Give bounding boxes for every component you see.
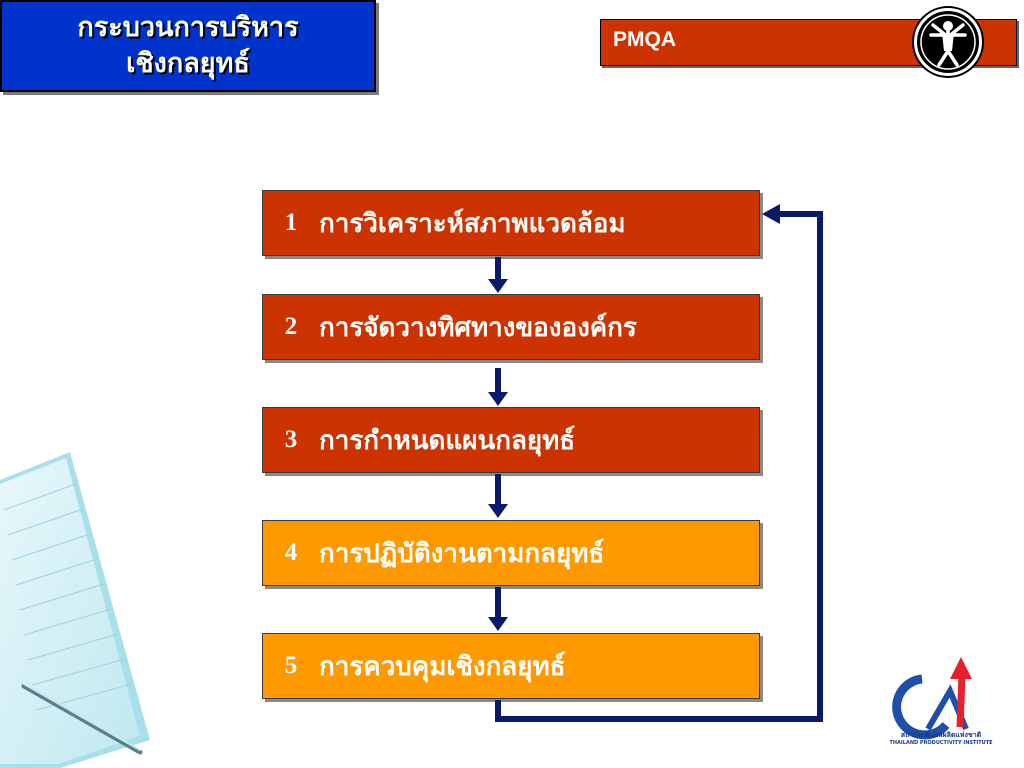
step-1-box: 1 การวิเคราะห์สภาพแวดล้อม [262,190,760,256]
institute-caption: สถาบันเพิ่มผลผลิตแห่งชาติ THAILAND PRODU… [888,731,994,747]
step-2-box: 2 การจัดวางทิศทางขององค์กร [262,294,760,360]
step-2-number: 2 [284,313,298,340]
step-4-text: การปฏิบัติงานตามกลยุทธ์ [319,538,605,569]
pmqa-label: PMQA [613,28,676,51]
step-3-box: 3 การกำหนดแผนกลยุทธ์ [262,407,760,473]
arrow-2-to-3-head [488,392,508,406]
step-5-box: 5 การควบคุมเชิงกลยุทธ์ [262,633,760,699]
arrow-4-to-5-shaft [495,587,501,619]
step-5-text: การควบคุมเชิงกลยุทธ์ [319,651,566,682]
feedback-loop-arrowhead [762,204,780,224]
step-3-number: 3 [284,426,298,453]
arrow-1-to-2-shaft [495,257,501,281]
productivity-institute-logo [892,657,972,740]
step-4-box: 4 การปฏิบัติงานตามกลยุทธ์ [262,520,760,586]
slide-title-line2: เชิงกลยุทธ์ [126,48,250,79]
institute-name-th: สถาบันเพิ่มผลผลิตแห่งชาติ [900,731,982,739]
step-2-text: การจัดวางทิศทางขององค์กร [319,312,637,343]
step-1-number: 1 [284,209,298,236]
step-4-number: 4 [284,539,298,566]
slide-title-line1: กระบวนการบริหาร [77,12,299,43]
step-1-text: การวิเคราะห์สภาพแวดล้อม [319,208,626,239]
step-5-number: 5 [284,652,298,679]
institute-name-en: THAILAND PRODUCTIVITY INSTITUTE [889,740,993,746]
step-3-text: การกำหนดแผนกลยุทธ์ [319,425,576,456]
arrow-2-to-3-shaft [495,368,501,394]
slide-title: กระบวนการบริหาร เชิงกลยุทธ์ [0,0,376,92]
vitruvian-man-icon [914,8,982,76]
arrow-1-to-2-head [488,279,508,293]
arrow-3-to-4-shaft [495,474,501,506]
notebook-illustration [0,452,150,768]
arrow-4-to-5-head [488,617,508,631]
arrow-3-to-4-head [488,504,508,518]
